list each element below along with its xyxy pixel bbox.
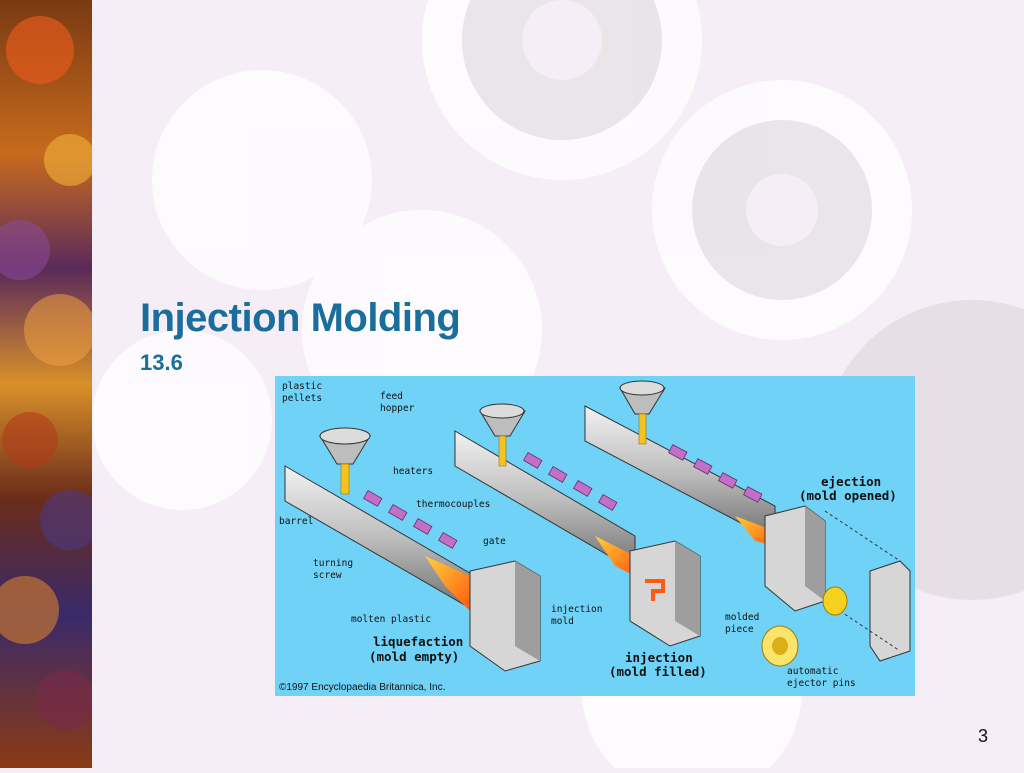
slide-title: Injection Molding [140,296,461,340]
label-injection-mold-1: injection [551,604,602,615]
stage-ejection-2: (mold opened) [799,488,897,503]
machine-ejection [584,380,911,667]
label-barrel: barrel [279,516,313,527]
injection-molding-diagram: plastic pellets feed hopper heaters ther… [275,376,915,696]
label-heaters: heaters [393,466,433,477]
page-number: 3 [977,726,988,746]
label-turning-screw-2: screw [313,570,342,581]
stage-ejection-1: ejection [821,474,881,489]
label-molded-piece-2: piece [725,624,754,635]
label-ejector-pins-1: automatic [787,666,838,677]
machine-liquefaction [284,427,541,672]
label-feed-hopper-1: feed [380,391,403,402]
copyright-notice: ©1997 Encyclopaedia Britannica, Inc. [279,682,445,693]
stage-injection-1: injection [625,650,693,665]
label-gate: gate [483,536,506,547]
machine-injection [454,403,701,647]
label-ejector-pins-2: ejector pins [787,678,856,689]
label-molten-plastic: molten plastic [351,614,431,625]
label-plastic-pellets-2: pellets [282,393,322,404]
label-plastic-pellets-1: plastic [282,381,322,392]
label-turning-screw-1: turning [313,558,353,569]
slide-subtitle: 13.6 [140,350,183,375]
label-thermocouples: thermocouples [416,499,490,510]
label-molded-piece-1: molded [725,612,759,623]
label-injection-mold-2: mold [551,616,574,627]
stage-injection-2: (mold filled) [609,664,707,679]
label-feed-hopper-2: hopper [380,403,415,414]
stage-liquefaction-2: (mold empty) [369,649,459,664]
stage-liquefaction-1: liquefaction [373,634,463,649]
decorative-side-strip [0,0,92,768]
